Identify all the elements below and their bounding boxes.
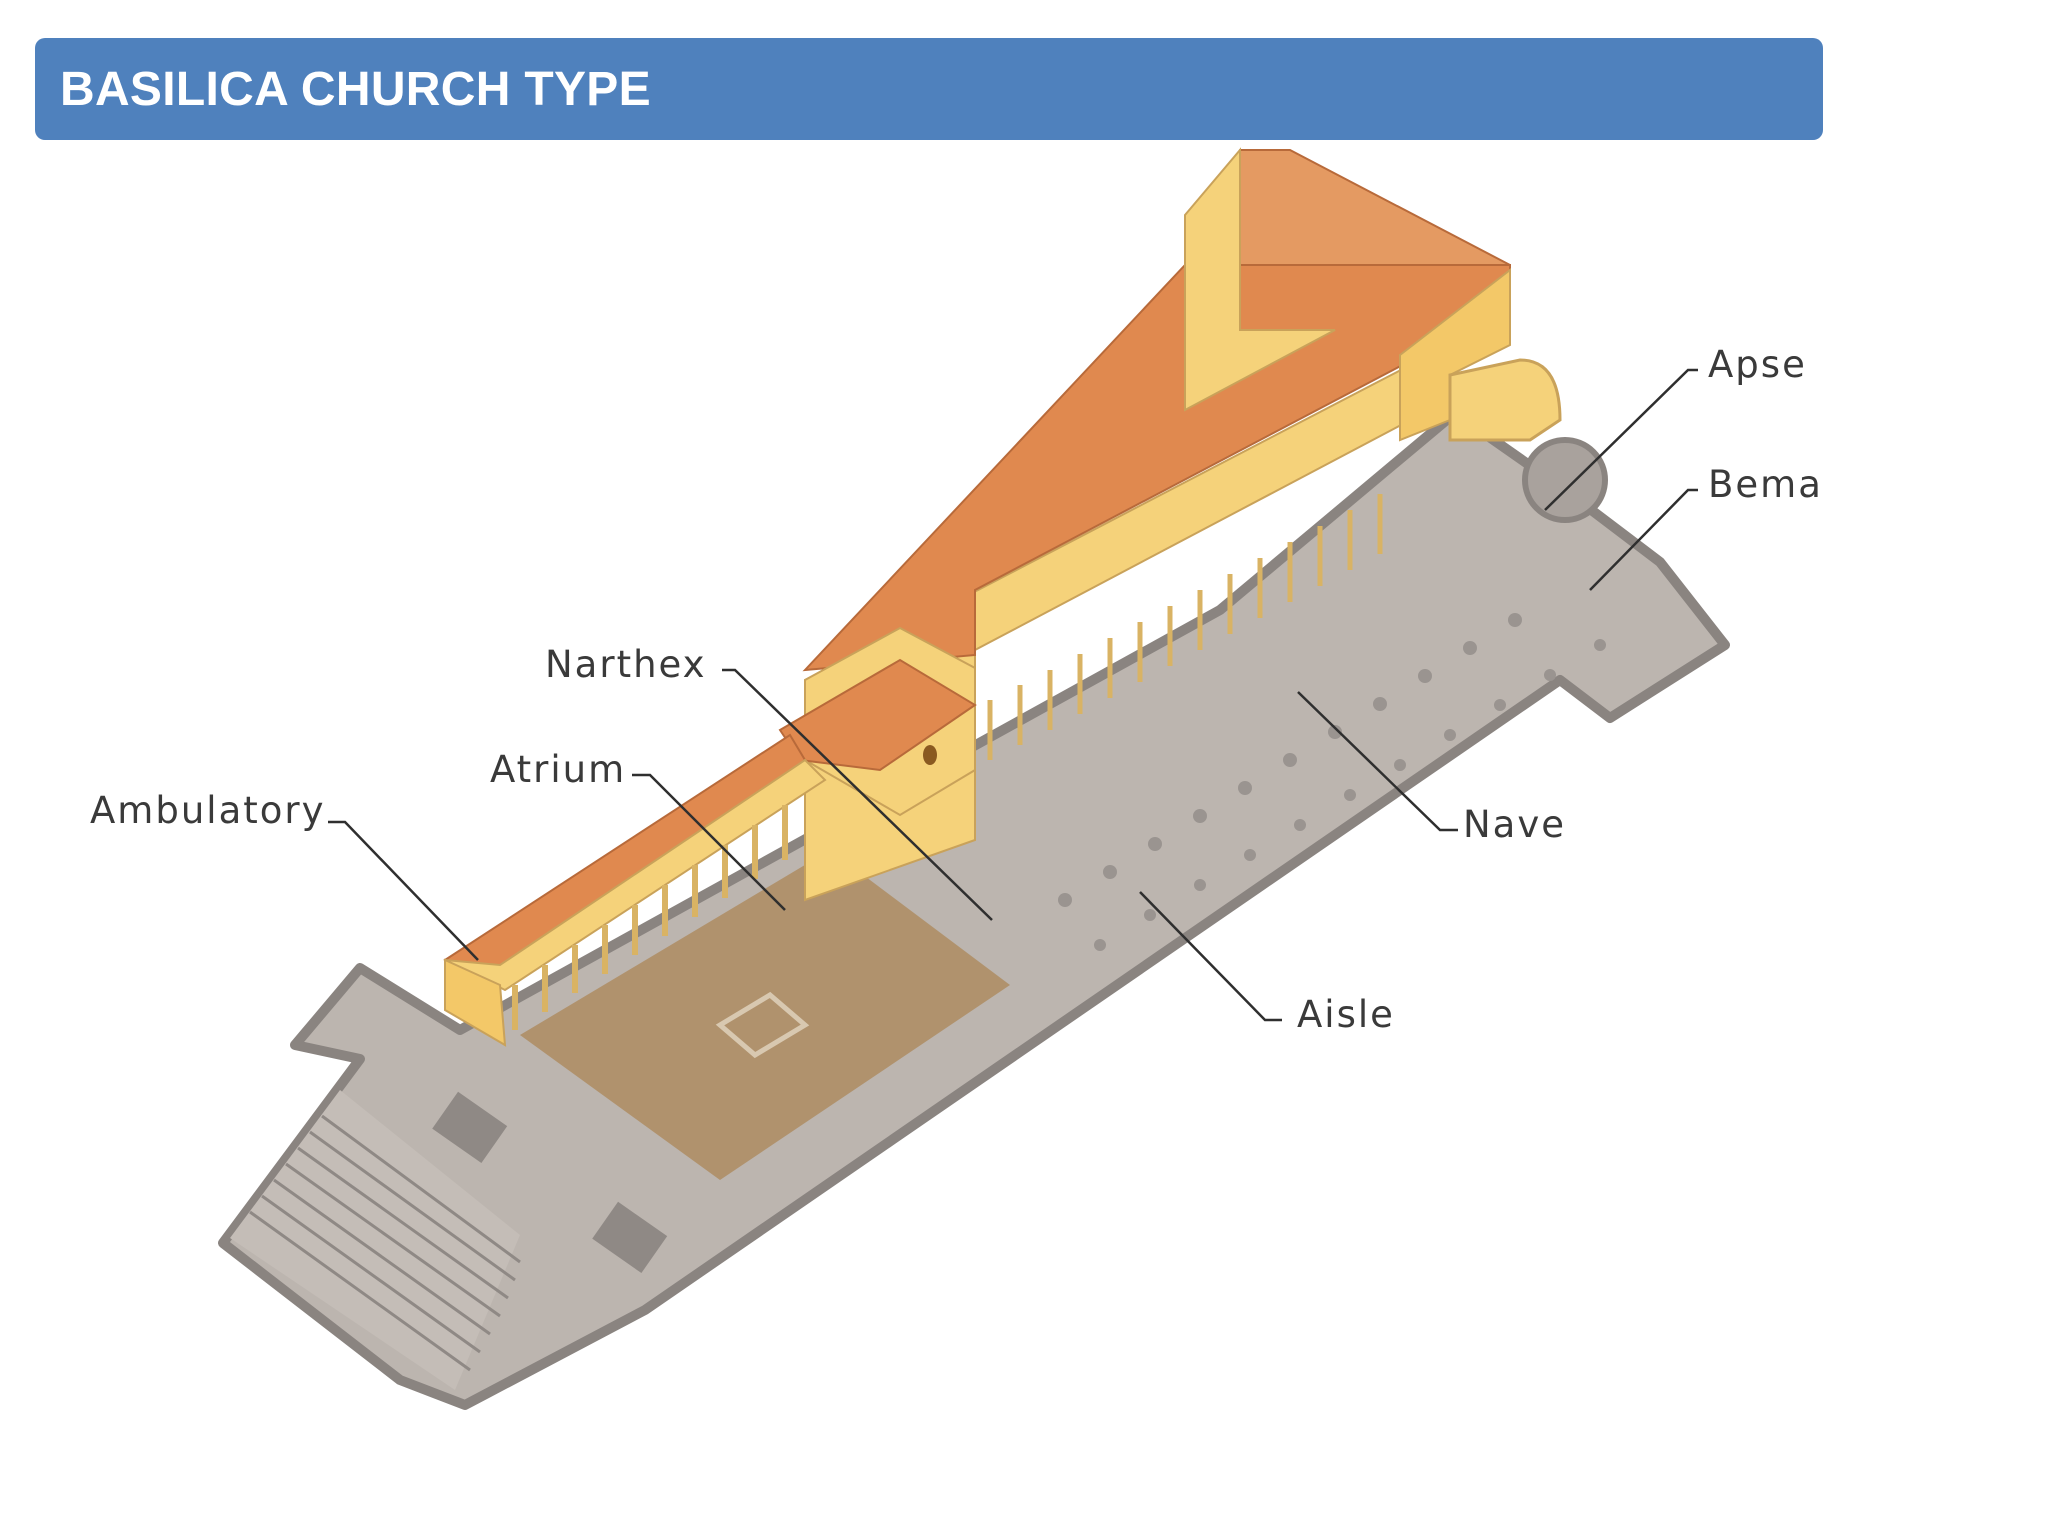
aisle-leader: [1139, 891, 1282, 1022]
label-nave: Nave: [1463, 803, 1566, 846]
nave-leader: [1297, 691, 1458, 832]
steps-area: [230, 1090, 520, 1390]
portico-columns: [512, 805, 788, 1030]
ambulatory-leader: [328, 820, 479, 961]
nave-colonnade: [987, 494, 1383, 760]
narthex-leader: [722, 668, 993, 921]
apse-leader: [1544, 368, 1698, 511]
leader-lines: [328, 368, 1698, 1022]
labels: Apse Bema Narthex Atrium Ambulatory Nave…: [90, 343, 1823, 1036]
apse-floor: [1522, 437, 1608, 523]
label-apse: Apse: [1708, 343, 1807, 386]
label-ambulatory: Ambulatory: [90, 789, 326, 832]
label-atrium: Atrium: [490, 748, 626, 791]
nave-columns: [1058, 613, 1606, 951]
label-bema: Bema: [1708, 463, 1823, 506]
steps-lines: [249, 1114, 521, 1372]
building: [443, 147, 1562, 1047]
page-title: BASILICA CHURCH TYPE: [60, 62, 651, 116]
fountain: [715, 991, 810, 1059]
atrium-floor: [520, 850, 1010, 1180]
label-aisle: Aisle: [1297, 993, 1395, 1036]
gate-block-2: [592, 1201, 668, 1274]
apse-structure: [1448, 358, 1562, 442]
floor-plan: [218, 408, 1730, 1410]
transept-wall: [1184, 147, 1336, 412]
atrium-leader: [632, 773, 786, 911]
gate-block-1: [432, 1091, 508, 1164]
title-bar: BASILICA CHURCH TYPE: [35, 38, 1823, 140]
ambulatory-end: [444, 958, 507, 1047]
label-narthex: Narthex: [545, 643, 707, 686]
bema-leader: [1589, 488, 1698, 591]
floor-outline: [218, 408, 1730, 1410]
